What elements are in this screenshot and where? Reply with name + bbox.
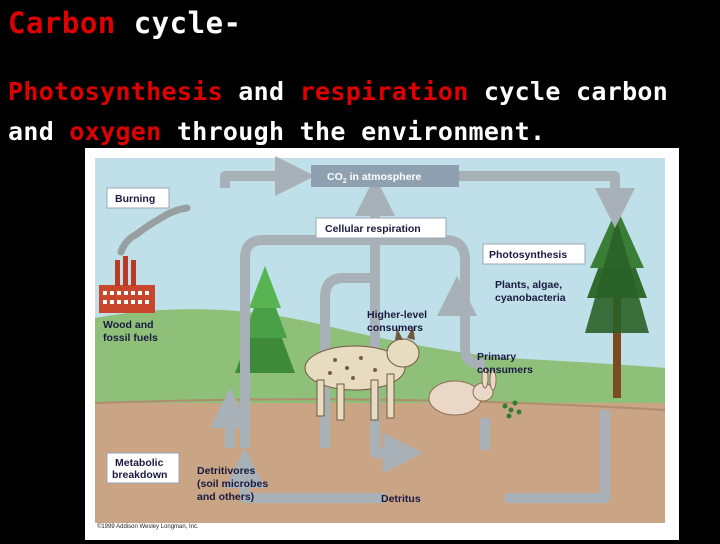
- label-plants-1: Plants, algae,: [495, 279, 562, 291]
- label-detritivores-3: and others): [197, 491, 254, 503]
- metabolic-box: [106, 452, 180, 484]
- highlight-respiration: respiration: [299, 77, 469, 106]
- title-rest: cycle-: [115, 6, 242, 40]
- subtitle-text: through the environment.: [161, 117, 546, 146]
- label-metabolic-1: Metabolic: [115, 457, 164, 469]
- label-detritus: Detritus: [381, 493, 421, 505]
- label-wood-1: Wood and: [103, 319, 154, 331]
- subtitle-text: and: [222, 77, 300, 106]
- highlight-photosynthesis: Photosynthesis: [8, 77, 223, 106]
- carbon-cycle-diagram: Burning CO2 in atmosphere Cellular respi…: [85, 148, 679, 540]
- label-primary-1: Primary: [477, 351, 516, 363]
- arrow-detritus-to-detritivores: [225, 448, 385, 503]
- diagram-svg: Burning CO2 in atmosphere Cellular respi…: [94, 156, 666, 530]
- slide-subtitle: Photosynthesis and respiration cycle car…: [8, 72, 668, 152]
- burning-box: [106, 187, 170, 209]
- lynx-icon: [304, 326, 420, 421]
- title-highlight-carbon: Carbon: [8, 6, 116, 40]
- arrow-plants-to-detritus: [505, 410, 610, 503]
- photosynthesis-box: [482, 243, 586, 265]
- label-primary-2: consumers: [477, 364, 533, 376]
- copyright-text: ©1999 Addison Wesley Longman, Inc.: [97, 523, 199, 530]
- label-cellular-respiration: Cellular respiration: [325, 223, 421, 235]
- label-burning: Burning: [115, 193, 155, 205]
- arrow-burning-to-co2: [220, 156, 315, 196]
- co2-box: [311, 165, 459, 187]
- label-higher-1: Higher-level: [367, 309, 427, 321]
- label-co2: CO2 in atmosphere: [327, 171, 422, 185]
- cycle-arrows: [210, 156, 635, 503]
- label-higher-2: consumers: [367, 322, 423, 334]
- label-detritivores-2: (soil microbes: [197, 478, 268, 490]
- plant-sprig-icon: [502, 400, 522, 419]
- label-wood-2: fossil fuels: [103, 332, 158, 344]
- slide-title: Carbon cycle-: [8, 6, 241, 40]
- label-photosynthesis: Photosynthesis: [489, 249, 567, 261]
- arrow-respiration-loop-outer: [240, 235, 486, 448]
- label-detritivores-1: Detritivores: [197, 465, 256, 477]
- smoke-icon: [117, 204, 191, 256]
- arrow-co2-to-photosynthesis: [455, 171, 635, 228]
- large-tree-icon: [585, 208, 649, 398]
- cellular-respiration-box: [315, 217, 447, 239]
- arrow-higher-consumers-loop: [320, 273, 375, 448]
- arrow-to-detritus: [370, 228, 423, 473]
- label-plants-2: cyanobacteria: [495, 292, 566, 304]
- subtitle-text: cycle carbon: [468, 77, 669, 106]
- subtitle-line-1: Photosynthesis and respiration cycle car…: [8, 72, 668, 112]
- highlight-oxygen: oxygen: [69, 117, 162, 146]
- label-metabolic-2: breakdown: [112, 469, 167, 481]
- subtitle-text: and: [8, 117, 70, 146]
- factory-icon: [99, 204, 191, 313]
- subtitle-line-2: and oxygen through the environment.: [8, 112, 668, 152]
- rabbit-icon: [428, 367, 497, 416]
